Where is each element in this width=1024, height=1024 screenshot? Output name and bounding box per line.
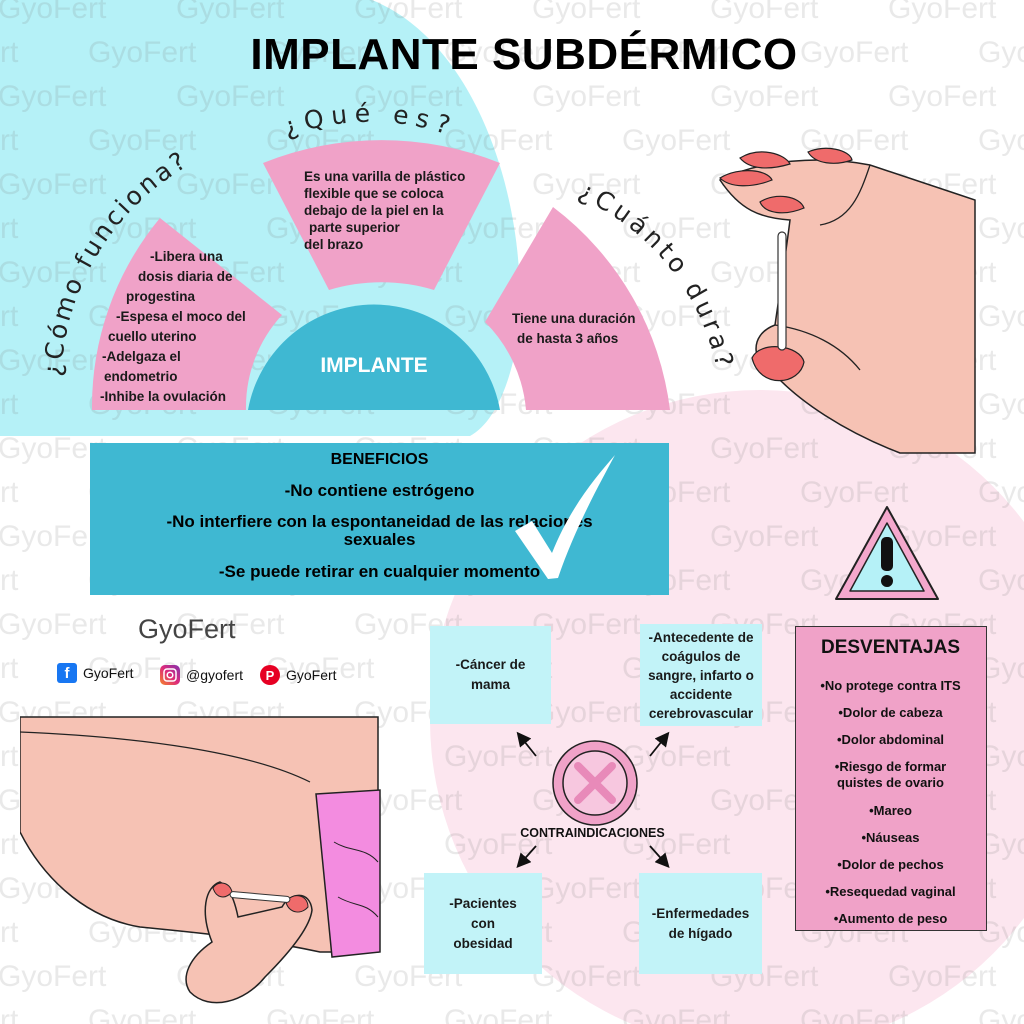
que-es-line: parte superior xyxy=(309,220,400,235)
benefit-item: sexuales xyxy=(343,530,416,549)
nail xyxy=(759,195,805,214)
contra-box-obesidad: -Pacientes con obesidad xyxy=(424,873,542,974)
logo-text: GyoFert xyxy=(138,614,236,644)
contraindications-label: CONTRAINDICACIONES xyxy=(520,826,665,840)
pinterest-handle: GyoFert xyxy=(286,667,337,683)
que-es-line: del brazo xyxy=(304,237,364,252)
benefit-item: -No interfiere con la espontaneidad de l… xyxy=(166,512,593,531)
nail xyxy=(719,170,773,187)
implant-diagram: IMPLANTE ¿Qué es? ¿Cómo funciona? ¿Cuánt… xyxy=(38,99,736,410)
nail xyxy=(285,895,309,913)
que-es-text: Es una varilla de plástico flexible que … xyxy=(304,168,494,253)
implant-rod xyxy=(229,891,291,903)
contra-line: cerebrovascular xyxy=(648,705,754,721)
hand-skin xyxy=(185,881,313,1004)
disadvantage-item: •Mareo xyxy=(869,803,912,818)
facebook-link[interactable]: f GyoFert xyxy=(57,663,134,683)
arm-insertion-illustration xyxy=(20,716,381,1004)
pinterest-icon: P xyxy=(260,665,280,685)
como-line: dosis diaria de xyxy=(138,269,233,284)
facebook-icon: f xyxy=(57,663,77,683)
instagram-handle: @gyofert xyxy=(186,667,244,683)
arrow-bottom-left xyxy=(516,845,537,869)
arrow-top-right xyxy=(649,731,670,757)
gyofert-logo: GyoFert xyxy=(138,614,236,645)
page-title: IMPLANTE SUBDÉRMICO xyxy=(250,30,798,79)
benefit-item: -No contiene estrógeno xyxy=(284,481,475,500)
contra-line: mama xyxy=(470,677,511,692)
disadvantages-heading: DESVENTAJAS xyxy=(820,637,960,658)
arrow-top-left xyxy=(516,731,537,757)
warning-triangle-icon xyxy=(835,506,939,600)
cuanto-line: de hasta 3 años xyxy=(517,331,619,346)
segment-que-es xyxy=(263,140,500,290)
disadvantage-item: •Dolor de pechos xyxy=(837,857,944,872)
cuanto-dura-text: Tiene una duración de hasta 3 años xyxy=(512,309,662,349)
disadvantage-item: quistes de ovario xyxy=(837,775,944,790)
contraindications-hub xyxy=(516,731,670,869)
como-line: -Adelgaza el xyxy=(102,349,181,364)
facebook-handle: GyoFert xyxy=(83,665,134,681)
como-funciona-text: -Libera una dosis diaria de progestina -… xyxy=(98,247,278,407)
contra-line: -Pacientes xyxy=(449,895,517,911)
contra-line: accidente xyxy=(669,686,733,702)
benefits-panel: BENEFICIOS -No contiene estrógeno -No in… xyxy=(90,443,669,595)
como-line: progestina xyxy=(126,289,196,304)
arc-label-que-es: ¿Qué es? xyxy=(280,99,461,143)
disadvantage-item: •No protege contra ITS xyxy=(820,678,961,693)
nail xyxy=(807,147,853,164)
pinterest-link[interactable]: P GyoFert xyxy=(260,665,337,685)
como-line: -Inhibe la ovulación xyxy=(100,389,227,404)
nail xyxy=(739,151,791,169)
contra-line: -Cáncer de xyxy=(455,657,526,672)
disadvantage-item: •Resequedad vaginal xyxy=(825,884,956,899)
disadvantage-item: •Náuseas xyxy=(861,830,920,845)
hand-skin xyxy=(718,159,976,454)
cuanto-line: Tiene una duración xyxy=(512,311,636,326)
como-line: -Espesa el moco del xyxy=(116,309,246,324)
contra-line: sangre, infarto o xyxy=(648,667,754,683)
contra-box-cancer: -Cáncer de mama xyxy=(430,626,551,724)
implant-semicircle xyxy=(248,304,500,410)
contra-line: coágulos de xyxy=(661,648,741,664)
implant-rod xyxy=(777,231,787,351)
instagram-link[interactable]: @gyofert xyxy=(160,665,243,685)
disadvantage-item: •Aumento de peso xyxy=(833,911,948,926)
cross-circle-icon xyxy=(552,740,638,826)
contra-line: de hígado xyxy=(668,925,733,941)
como-line: -Libera una xyxy=(150,249,223,264)
thumb-nail xyxy=(751,346,805,382)
como-line: endometrio xyxy=(104,369,178,384)
contra-line: obesidad xyxy=(453,935,513,951)
como-line: cuello uterino xyxy=(108,329,197,344)
arrow-bottom-right xyxy=(649,845,670,869)
hand-holding-implant-illustration xyxy=(718,147,976,454)
contra-line: -Antecedente de xyxy=(648,629,754,645)
benefit-item: -Se puede retirar en cualquier momento xyxy=(218,562,541,581)
segment-como-funciona xyxy=(91,218,282,410)
contra-line: con xyxy=(470,915,495,931)
benefits-heading: BENEFICIOS xyxy=(330,451,429,468)
segment-cuanto-dura xyxy=(485,207,670,410)
disadvantage-item: •Dolor de cabeza xyxy=(838,705,943,720)
disadvantage-item: •Riesgo de formar xyxy=(834,759,947,774)
instagram-icon xyxy=(160,665,180,685)
sleeve xyxy=(315,789,381,958)
disadvantage-item: •Dolor abdominal xyxy=(836,732,945,747)
que-es-line: debajo de la piel en la xyxy=(304,203,444,218)
contra-box-coagulos: -Antecedente de coágulos de sangre, infa… xyxy=(640,624,762,726)
center-label: IMPLANTE xyxy=(320,354,427,377)
que-es-line: flexible que se coloca xyxy=(304,186,444,201)
checkmark-icon xyxy=(515,455,615,579)
que-es-line: Es una varilla de plástico xyxy=(304,169,466,184)
disadvantages-panel: DESVENTAJAS •No protege contra ITS •Dolo… xyxy=(795,626,987,931)
contra-box-higado: -Enfermedades de hígado xyxy=(639,873,762,974)
contra-line: -Enfermedades xyxy=(651,905,750,921)
